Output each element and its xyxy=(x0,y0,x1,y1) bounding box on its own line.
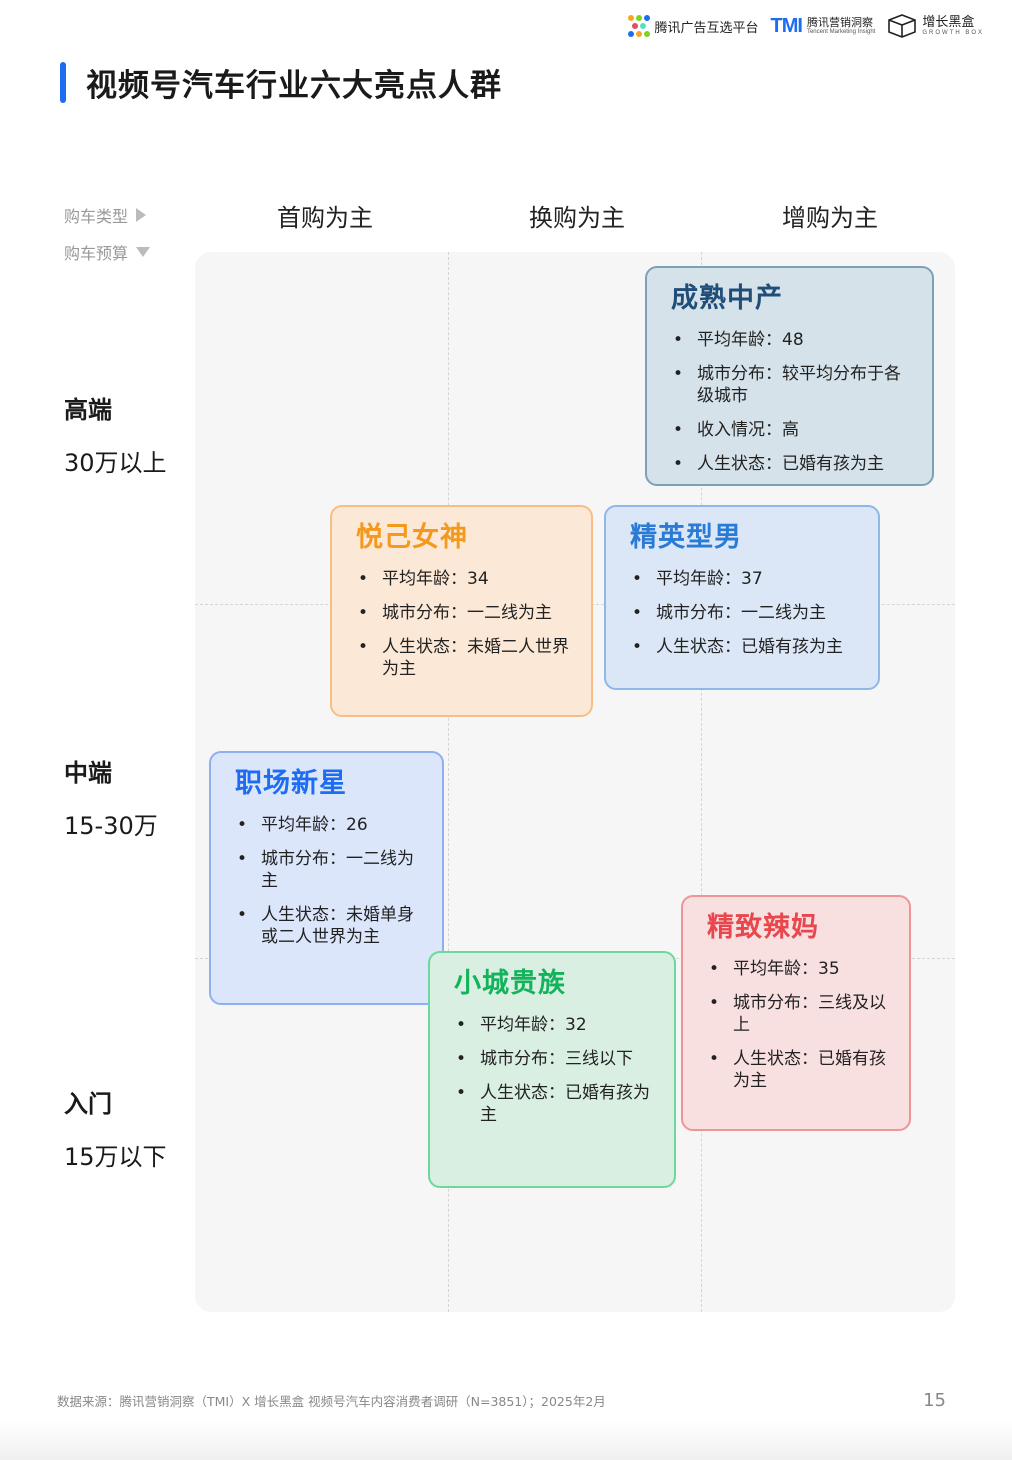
list-item: 平均年龄：26 xyxy=(235,814,424,836)
x-axis-label: 购车类型 xyxy=(64,207,129,226)
list-item: 平均年龄：35 xyxy=(707,958,891,980)
list-item: 平均年龄：48 xyxy=(671,329,914,351)
growth-box-logo-sub: GROWTH BOX xyxy=(922,29,984,36)
title-accent-bar xyxy=(60,62,66,103)
list-item: 城市分布：三线以下 xyxy=(454,1048,656,1070)
card-attribute-list: 平均年龄：37 城市分布：一二线为主 人生状态：已婚有孩为主 xyxy=(630,568,860,658)
segment-card-self-pleasing-goddess: 悦己女神 平均年龄：34 城市分布：一二线为主 人生状态：未婚二人世界为主 xyxy=(330,505,593,717)
card-attribute-list: 平均年龄：26 城市分布：一二线为主 人生状态：未婚单身或二人世界为主 xyxy=(235,814,424,948)
list-item: 平均年龄：37 xyxy=(630,568,860,590)
card-title: 精致辣妈 xyxy=(707,912,819,943)
list-item: 平均年龄：32 xyxy=(454,1014,656,1036)
segment-card-small-town-noble: 小城贵族 平均年龄：32 城市分布：三线以下 人生状态：已婚有孩为主 xyxy=(428,951,676,1188)
arrow-down-icon xyxy=(136,247,151,257)
tmi-logo: TMI 腾讯营销洞察 Tencent Marketing Insight xyxy=(771,15,876,38)
x-axis-legend: 购车类型 xyxy=(64,203,147,227)
list-item: 城市分布：一二线为主 xyxy=(356,602,573,624)
list-item: 人生状态：已婚有孩为主 xyxy=(671,453,914,475)
segment-card-elite-man: 精英型男 平均年龄：37 城市分布：一二线为主 人生状态：已婚有孩为主 xyxy=(604,505,880,690)
tier-name: 高端 xyxy=(64,396,112,424)
tencent-ads-logo: 腾讯广告互选平台 xyxy=(627,15,759,37)
list-item: 人生状态：已婚有孩为主 xyxy=(630,636,860,658)
list-item: 平均年龄：34 xyxy=(356,568,573,590)
card-title: 职场新星 xyxy=(235,768,347,799)
card-title: 成熟中产 xyxy=(671,283,783,314)
column-header-first-purchase: 首购为主 xyxy=(277,204,373,232)
growth-box-logo: 增长黑盒 GROWTH BOX xyxy=(887,14,984,38)
card-attribute-list: 平均年龄：48 城市分布：较平均分布于各级城市 收入情况：高 人生状态：已婚有孩… xyxy=(671,329,914,475)
list-item: 人生状态：已婚有孩为主 xyxy=(454,1082,656,1126)
list-item: 城市分布：一二线为主 xyxy=(235,848,424,892)
page-title: 视频号汽车行业六大亮点人群 xyxy=(86,68,502,104)
tier-mid: 中端 15-30万 xyxy=(64,753,158,841)
tier-entry: 入门 15万以下 xyxy=(64,1084,167,1172)
segment-card-delicate-hot-mom: 精致辣妈 平均年龄：35 城市分布：三线及以上 人生状态：已婚有孩为主 xyxy=(681,895,911,1131)
y-axis-label: 购车预算 xyxy=(64,244,129,263)
tier-range: 15-30万 xyxy=(64,812,158,840)
card-attribute-list: 平均年龄：34 城市分布：一二线为主 人生状态：未婚二人世界为主 xyxy=(356,568,573,680)
tier-high: 高端 30万以上 xyxy=(64,390,167,478)
list-item: 人生状态：未婚单身或二人世界为主 xyxy=(235,904,424,948)
list-item: 城市分布：三线及以上 xyxy=(707,992,891,1036)
tier-name: 中端 xyxy=(64,759,112,787)
growth-box-logo-text: 增长黑盒 xyxy=(922,15,975,31)
tmi-logo-text: 腾讯营销洞察 xyxy=(806,16,873,30)
tier-range: 15万以下 xyxy=(64,1143,167,1171)
tencent-ads-mark-icon xyxy=(627,15,650,37)
arrow-right-icon xyxy=(136,208,147,222)
list-item: 城市分布：一二线为主 xyxy=(630,602,860,624)
list-item: 人生状态：已婚有孩为主 xyxy=(707,1048,891,1092)
data-source-note: 数据来源：腾讯营销洞察（TMI）X 增长黑盒 视频号汽车内容消费者调研（N=38… xyxy=(57,1394,606,1409)
card-attribute-list: 平均年龄：35 城市分布：三线及以上 人生状态：已婚有孩为主 xyxy=(707,958,891,1092)
column-header-additional: 增购为主 xyxy=(782,204,878,232)
y-axis-legend: 购车预算 xyxy=(64,240,151,264)
tmi-mark-icon: TMI xyxy=(770,14,803,37)
grid-divider xyxy=(701,252,702,1312)
tmi-logo-sub: Tencent Marketing Insight xyxy=(806,28,876,35)
tier-name: 入门 xyxy=(64,1090,112,1118)
tencent-ads-logo-text: 腾讯广告互选平台 xyxy=(654,20,759,36)
card-title: 小城贵族 xyxy=(454,968,566,999)
list-item: 人生状态：未婚二人世界为主 xyxy=(356,636,573,680)
card-title: 精英型男 xyxy=(630,522,742,553)
column-header-replacement: 换购为主 xyxy=(529,204,625,232)
page-number: 15 xyxy=(923,1390,946,1411)
card-attribute-list: 平均年龄：32 城市分布：三线以下 人生状态：已婚有孩为主 xyxy=(454,1014,656,1126)
growth-box-cube-icon xyxy=(888,14,917,38)
segment-card-mature-middle-class: 成熟中产 平均年龄：48 城市分布：较平均分布于各级城市 收入情况：高 人生状态… xyxy=(645,266,934,486)
card-title: 悦己女神 xyxy=(356,522,468,553)
grid-divider xyxy=(448,252,449,1312)
tier-range: 30万以上 xyxy=(64,449,167,477)
list-item: 收入情况：高 xyxy=(671,419,914,441)
list-item: 城市分布：较平均分布于各级城市 xyxy=(671,363,914,407)
bottom-shade xyxy=(0,1420,1012,1460)
segment-card-workplace-rising-star: 职场新星 平均年龄：26 城市分布：一二线为主 人生状态：未婚单身或二人世界为主 xyxy=(209,751,444,1005)
header-logos: 腾讯广告互选平台 TMI 腾讯营销洞察 Tencent Marketing In… xyxy=(627,14,985,38)
